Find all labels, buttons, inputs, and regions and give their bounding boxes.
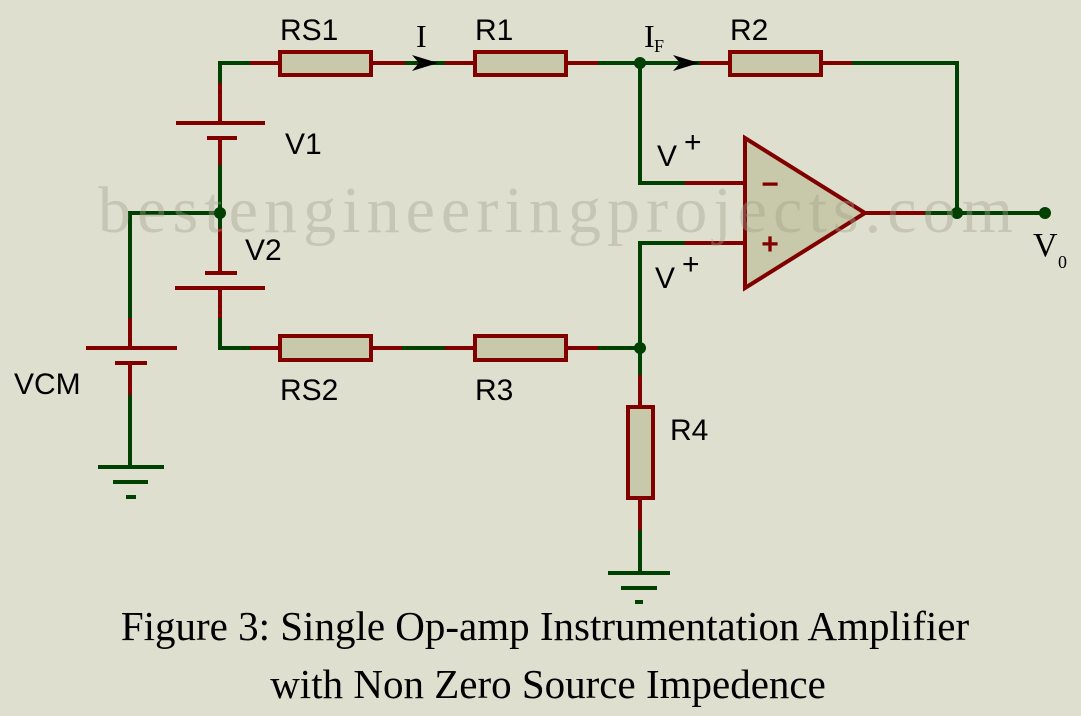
label-vcm: VCM bbox=[14, 368, 81, 401]
label-vplus-inverting: V bbox=[657, 140, 677, 173]
component-leads bbox=[128, 61, 925, 530]
ground-symbol-vcm bbox=[98, 465, 164, 499]
wires bbox=[128, 61, 1047, 575]
figure-caption-line1: Figure 3: Single Op-amp Instrumentation … bbox=[121, 603, 970, 649]
label-r4: R4 bbox=[670, 414, 708, 447]
label-rs2: RS2 bbox=[280, 374, 338, 407]
output-terminal bbox=[1039, 207, 1051, 219]
current-arrow-i-icon bbox=[412, 55, 438, 71]
resistor-r1 bbox=[473, 50, 568, 77]
label-rs1: RS1 bbox=[280, 14, 338, 47]
watermark: bestengineeringprojects.com bbox=[98, 174, 1013, 247]
battery-vcm bbox=[86, 346, 177, 365]
resistor-r3 bbox=[473, 334, 568, 362]
resistor-rs2 bbox=[278, 334, 373, 362]
label-vplus-noninverting: V bbox=[655, 262, 675, 295]
resistor-r4 bbox=[626, 405, 655, 500]
battery-v1 bbox=[176, 121, 265, 140]
label-current-if: I bbox=[644, 18, 655, 54]
label-vplus-inverting-sup: + bbox=[684, 126, 702, 159]
battery-v2 bbox=[175, 271, 265, 290]
label-vout-subscript: 0 bbox=[1058, 252, 1067, 272]
label-current-if-subscript: F bbox=[654, 36, 664, 56]
label-r1: R1 bbox=[475, 14, 513, 47]
opamp-plus-sign: + bbox=[761, 228, 779, 261]
opamp-triangle bbox=[743, 134, 869, 292]
figure-caption-line2: with Non Zero Source Impedence bbox=[270, 661, 826, 707]
label-r2: R2 bbox=[730, 14, 768, 47]
label-current-i: I bbox=[416, 18, 427, 54]
label-v1: V1 bbox=[285, 128, 322, 161]
label-v2: V2 bbox=[245, 234, 282, 267]
junction-dots bbox=[214, 57, 1051, 354]
label-vplus-noninverting-sup: + bbox=[682, 248, 700, 281]
label-r3: R3 bbox=[475, 374, 513, 407]
ground-symbol-r4 bbox=[608, 571, 670, 604]
current-arrow-if-icon bbox=[673, 55, 699, 71]
resistor-r2 bbox=[728, 50, 823, 77]
resistor-rs1 bbox=[278, 50, 373, 77]
opamp-minus-sign: − bbox=[761, 168, 779, 201]
label-vout: V bbox=[1033, 227, 1058, 264]
